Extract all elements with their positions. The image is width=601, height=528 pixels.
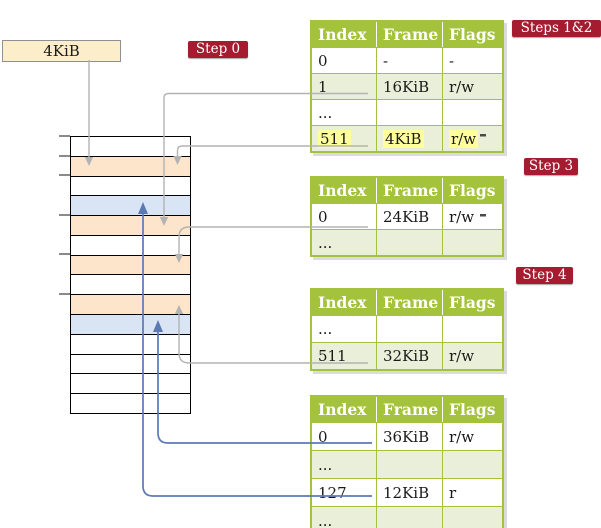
cell-index: 511	[310, 125, 377, 153]
cell-index: ...	[310, 506, 377, 528]
cell-flags: r/w	[442, 342, 504, 371]
cell-flags: r/w	[442, 422, 504, 451]
cell-index: 0	[310, 203, 377, 230]
cell-flags: r/w	[442, 203, 504, 230]
column-header-frame: Frame	[376, 177, 443, 204]
frame-size-label-box: 4KiB	[2, 40, 121, 62]
memory-tick	[59, 214, 70, 216]
column-header-flags: Flags	[442, 177, 503, 204]
column-header-flags: Flags	[442, 396, 503, 423]
cell-index: 511	[310, 342, 377, 371]
cell-flags	[442, 506, 504, 528]
memory-row-white	[71, 137, 190, 157]
cell-flags	[442, 315, 504, 343]
highlighted-value: 4KiB	[383, 129, 424, 148]
memory-row-blue	[71, 196, 190, 217]
column-header-frame: Frame	[376, 289, 443, 316]
step4-badge: Step 4	[516, 267, 573, 284]
cell-index: 1	[310, 73, 377, 100]
column-header-index: Index	[311, 21, 377, 48]
memory-row-peach	[71, 216, 190, 236]
column-header-frame: Frame	[376, 396, 443, 423]
column-header-index: Index	[311, 396, 377, 423]
cell-index: ...	[310, 229, 377, 257]
cell-index: 0	[310, 422, 377, 451]
cell-index: ...	[310, 450, 377, 479]
table-row: ...	[310, 450, 504, 479]
table-row: ...	[310, 506, 504, 528]
memory-row-white	[71, 354, 190, 375]
cell-frame: 12KiB	[376, 478, 443, 507]
cell-flags: r	[442, 478, 504, 507]
memory-row-white	[71, 374, 190, 395]
column-header-flags: Flags	[442, 289, 503, 316]
cell-index: 0	[310, 47, 377, 74]
table-row: 0--	[310, 47, 504, 74]
memory-tick	[59, 293, 70, 295]
cell-flags	[442, 229, 504, 257]
memory-tick	[59, 174, 70, 176]
step3-badge: Step 3	[524, 158, 578, 175]
memory-row-peach	[71, 255, 190, 276]
memory-row-white	[71, 334, 190, 355]
column-header-flags: Flags	[442, 21, 503, 48]
column-header-index: Index	[311, 177, 377, 204]
cell-index: ...	[310, 315, 377, 343]
cell-flags	[442, 450, 504, 479]
table-row: ...	[310, 229, 504, 257]
cell-flags: r/w	[442, 125, 504, 153]
memory-row-blue	[71, 315, 190, 335]
column-header-index: Index	[311, 289, 377, 316]
steps1and2-badge: Steps 1&2	[512, 20, 601, 37]
cell-frame: 36KiB	[376, 422, 443, 451]
cell-flags	[442, 99, 504, 126]
cell-frame: 32KiB	[376, 342, 443, 371]
highlighted-value: 511	[318, 129, 351, 148]
memory-row-peach	[71, 295, 190, 316]
cell-index: ...	[310, 99, 377, 126]
step0-badge: Step 0	[188, 41, 248, 58]
memory-tick	[59, 135, 70, 137]
cell-frame: 16KiB	[376, 73, 443, 100]
cell-frame	[376, 450, 443, 479]
cell-frame: 4KiB	[376, 125, 443, 153]
cell-frame	[376, 506, 443, 528]
column-header-frame: Frame	[376, 21, 443, 48]
cell-frame	[376, 99, 443, 126]
table-row: ...	[310, 315, 504, 343]
table-row: ...	[310, 99, 504, 126]
memory-row-white	[71, 176, 190, 197]
cell-frame	[376, 229, 443, 257]
memory-tick	[59, 253, 70, 255]
memory-row-white	[71, 235, 190, 256]
memory-tick	[59, 155, 70, 157]
cell-flags: r/w	[442, 73, 504, 100]
memory-row-peach	[71, 156, 190, 177]
table-row: 511 4KiB r/w	[310, 125, 504, 153]
cell-index: 127	[310, 478, 377, 507]
highlighted-value: r/w	[449, 129, 479, 148]
cell-frame	[376, 315, 443, 343]
physical-memory-strip	[70, 136, 191, 414]
cell-flags: -	[442, 47, 504, 74]
cell-frame: 24KiB	[376, 203, 443, 230]
memory-row-white	[71, 394, 190, 413]
cell-frame: -	[376, 47, 443, 74]
memory-row-white	[71, 275, 190, 296]
